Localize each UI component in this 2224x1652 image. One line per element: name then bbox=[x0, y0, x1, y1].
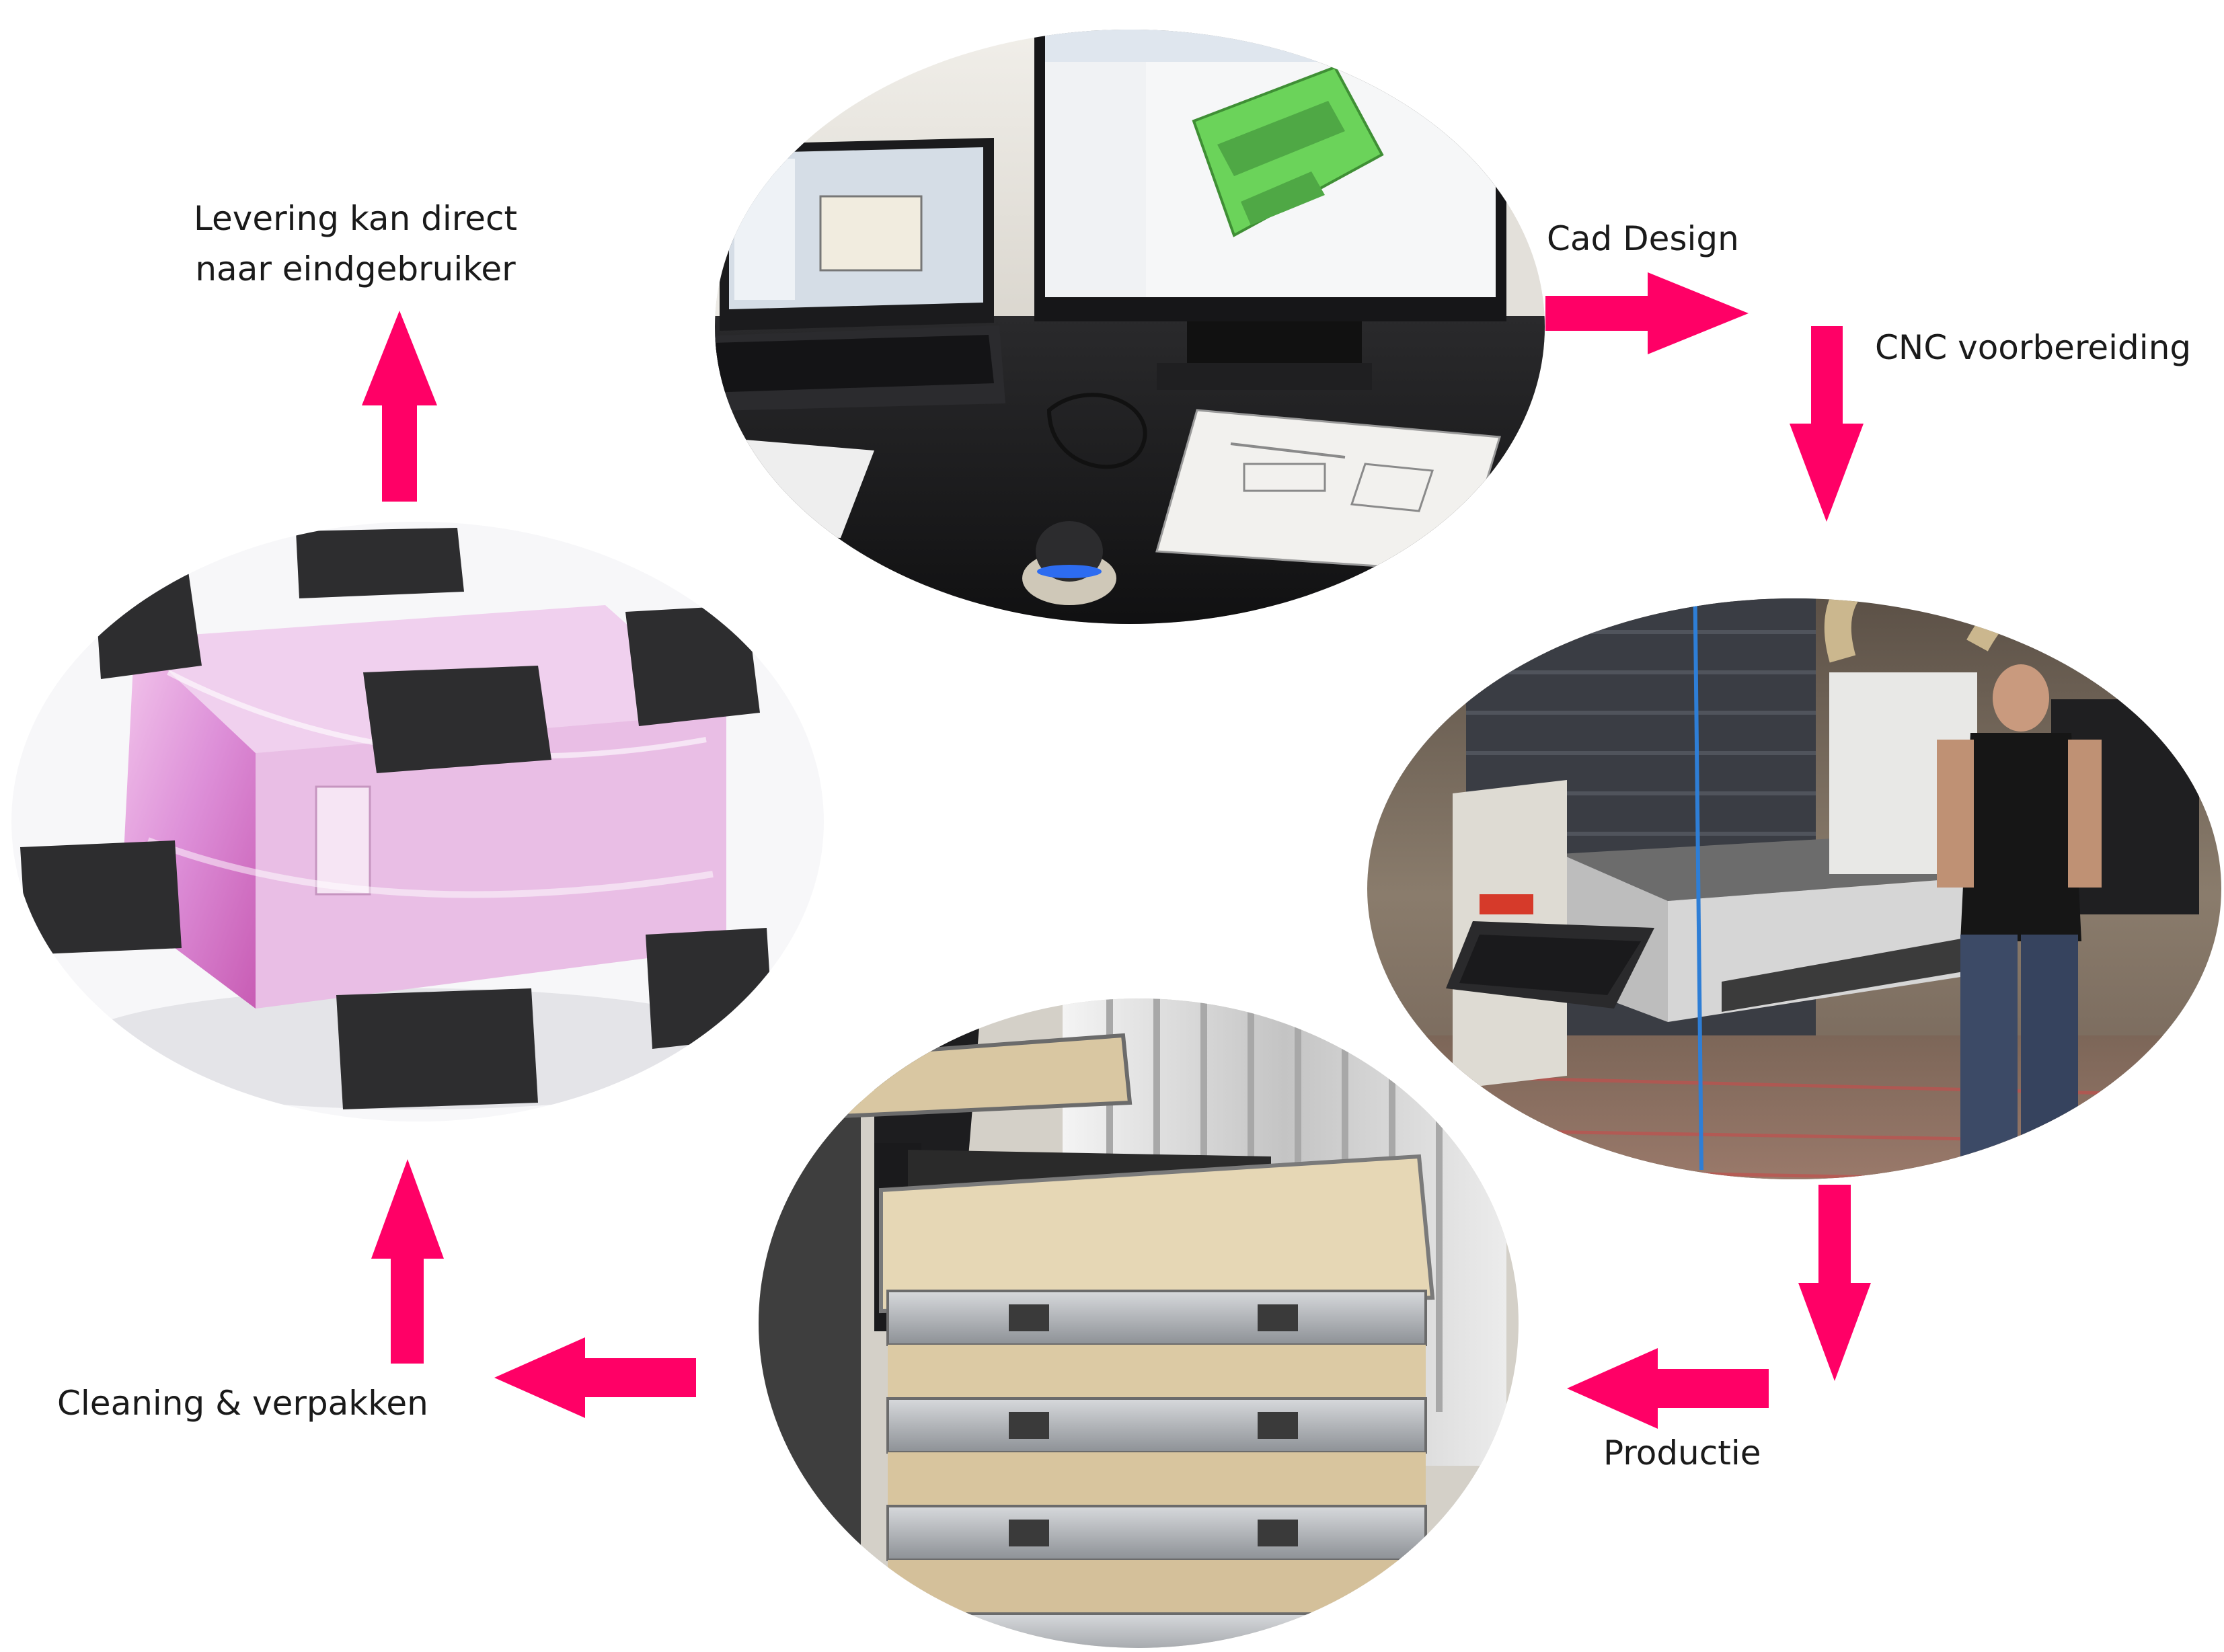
arrow-packing-up bbox=[371, 1159, 444, 1364]
arrow-production-to-packing-left bbox=[494, 1337, 696, 1418]
foam-corner-blocks bbox=[20, 528, 773, 1109]
label-delivery-line2: naar eindgebruiker bbox=[195, 249, 516, 288]
arrow-cad-to-cnc bbox=[1545, 272, 1749, 354]
flight-case-production-photo bbox=[759, 998, 1519, 1648]
arrow-cnc-prep-down bbox=[1790, 326, 1864, 522]
label-delivery: Levering kan direct naar eindgebruiker bbox=[194, 194, 517, 294]
wrapped-case bbox=[121, 605, 726, 1009]
cnc-machine-photo bbox=[1367, 598, 2221, 1179]
laptop bbox=[715, 138, 1005, 411]
label-cleaning-packing: Cleaning & verpakken bbox=[57, 1384, 428, 1423]
arrow-production-left bbox=[1567, 1348, 1769, 1429]
monitor bbox=[1034, 30, 1506, 390]
label-cnc-preparation: CNC voorbereiding bbox=[1875, 328, 2192, 367]
flow-arrows bbox=[362, 272, 1871, 1429]
label-production: Productie bbox=[1603, 1433, 1761, 1472]
label-delivery-line1: Levering kan direct bbox=[194, 199, 518, 238]
cad-workstation-photo bbox=[715, 30, 1545, 624]
arrow-cnc-to-production-down bbox=[1798, 1185, 1871, 1381]
arrow-delivery-up bbox=[362, 311, 437, 502]
label-cad-design: Cad Design bbox=[1547, 219, 1739, 258]
packed-flight-case-photo bbox=[11, 522, 824, 1122]
